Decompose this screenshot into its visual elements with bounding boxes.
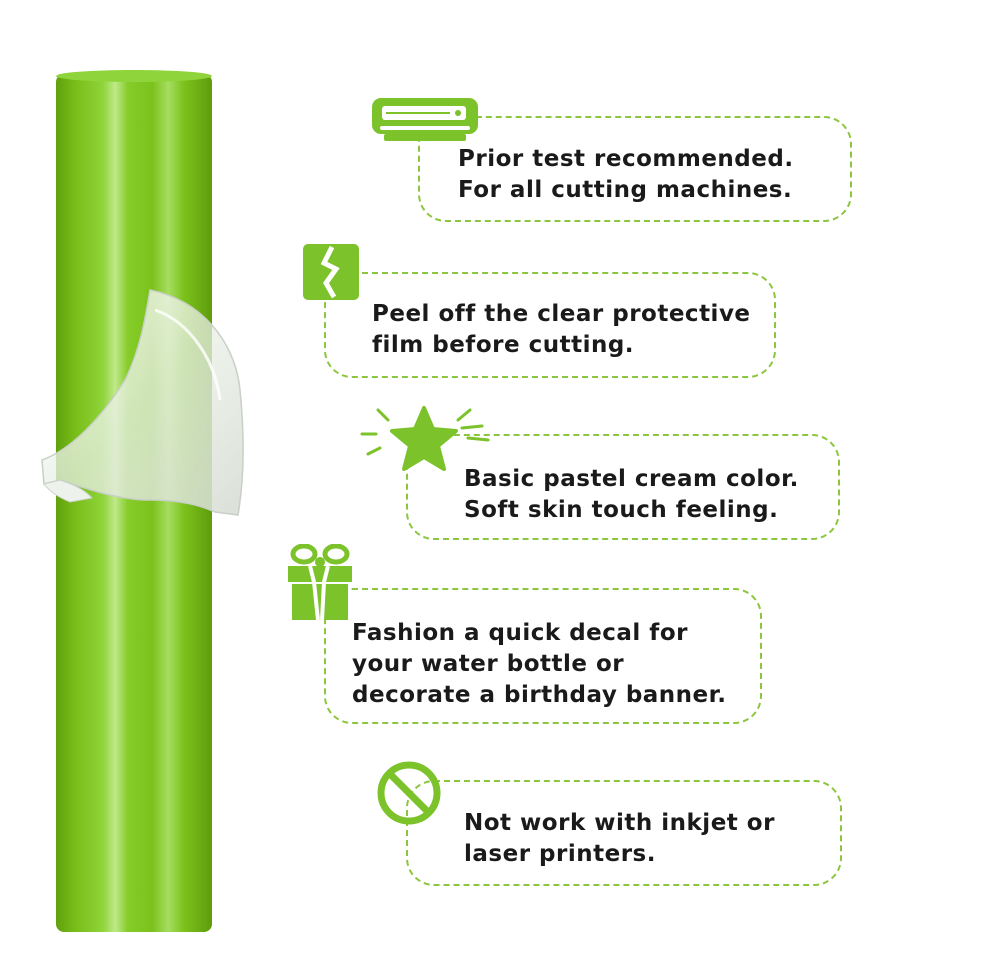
cutting-machine-icon	[370, 96, 480, 144]
feature-text-1: Prior test recommended. For all cutting …	[458, 144, 794, 206]
feature-line: film before cutting.	[372, 332, 635, 358]
feature-text-2: Peel off the clear protective film befor…	[372, 299, 751, 361]
feature-text-3: Basic pastel cream color. Soft skin touc…	[464, 464, 799, 526]
feature-card-cutting-machines	[418, 116, 852, 222]
feature-line: For all cutting machines.	[458, 177, 793, 203]
feature-line: Not work with inkjet or	[464, 810, 775, 836]
feature-line: Peel off the clear protective	[372, 301, 751, 327]
feature-line: your water bottle or	[352, 651, 625, 677]
feature-line: Basic pastel cream color.	[464, 466, 799, 492]
feature-line: Fashion a quick decal for	[352, 620, 688, 646]
vinyl-roll-image	[30, 60, 280, 940]
feature-line: Prior test recommended.	[458, 146, 794, 172]
feature-line: decorate a birthday banner.	[352, 682, 727, 708]
prohibited-icon	[376, 760, 442, 826]
sparkle-star-icon	[358, 404, 492, 476]
feature-text-5: Not work with inkjet or laser printers.	[464, 808, 775, 870]
feature-card-pastel-color	[406, 434, 840, 540]
feature-text-4: Fashion a quick decal for your water bot…	[352, 618, 726, 711]
feature-line: Soft skin touch feeling.	[464, 497, 779, 523]
feature-card-printers	[406, 780, 842, 886]
peel-film-icon	[302, 243, 360, 301]
feature-line: laser printers.	[464, 841, 656, 867]
feature-card-peel-film	[324, 272, 776, 378]
gift-box-icon	[284, 544, 356, 622]
feature-card-decal	[324, 588, 762, 724]
